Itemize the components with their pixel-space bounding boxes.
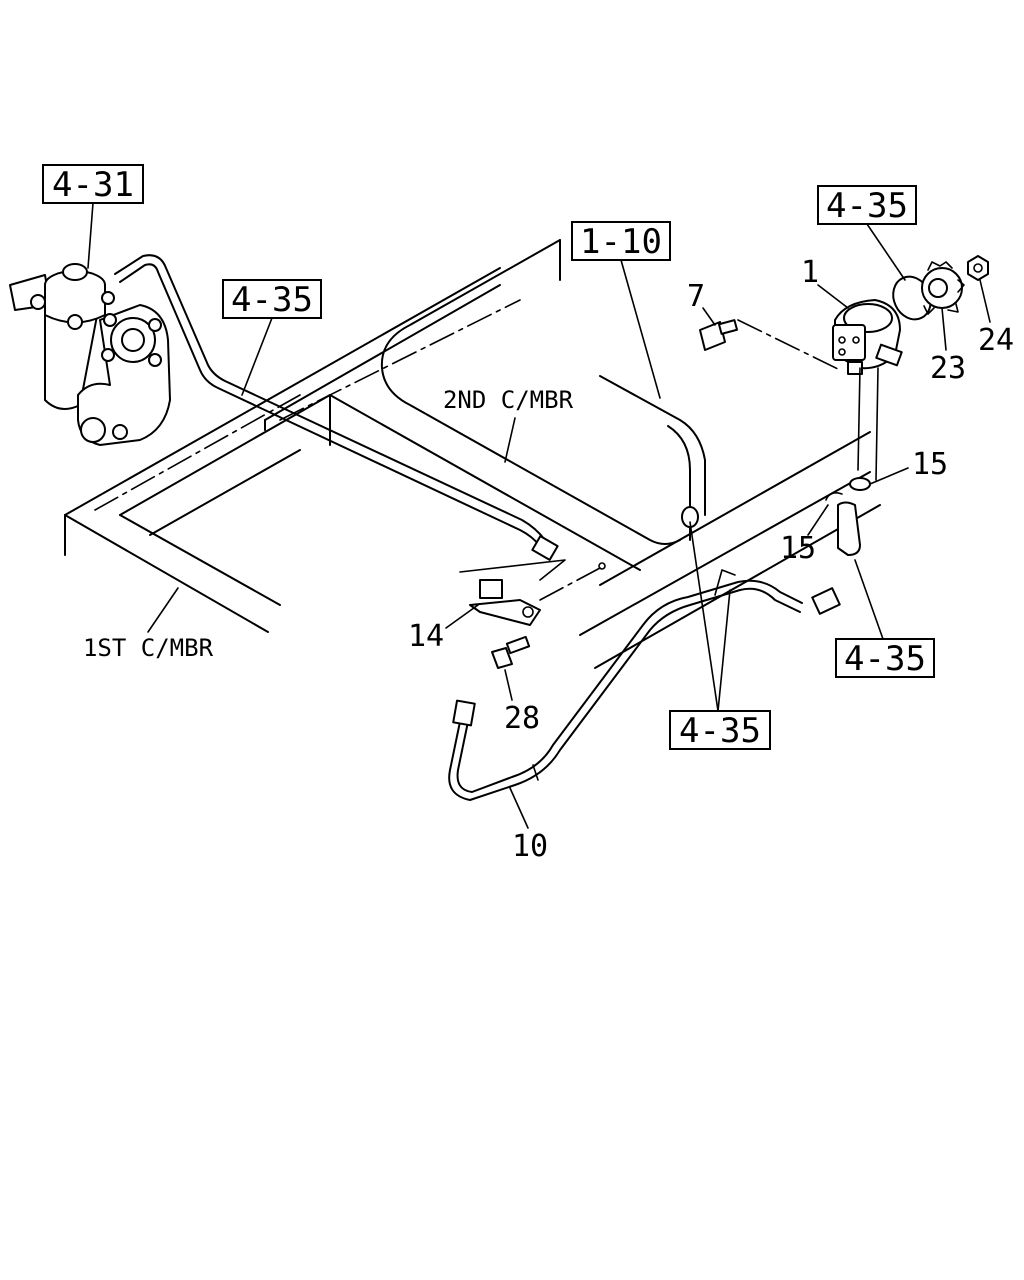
ref-1-10-callout: 1-10 <box>571 221 671 399</box>
hose-illustration <box>825 367 879 556</box>
pump-illustration <box>832 299 903 375</box>
first-cross-member-label: 1ST C/MBR <box>83 634 214 662</box>
part-28-callout: 28 <box>504 669 540 736</box>
steering-gear-illustration <box>9 263 171 446</box>
part-label-14: 14 <box>408 619 444 654</box>
ref-4-35-right-callout: 4-35 <box>835 559 935 679</box>
ref-label-1-10: 1-10 <box>580 222 662 262</box>
part-label-15-upper: 15 <box>912 447 948 482</box>
ref-4-35-top-callout: 4-35 <box>817 185 917 281</box>
part-label-1: 1 <box>801 255 819 290</box>
part-7-callout: 7 <box>687 279 716 326</box>
ref-4-35-bottom-callout: 4-35 <box>669 521 771 751</box>
ref-label-4-35-right: 4-35 <box>844 639 926 679</box>
part-1-callout: 1 <box>801 255 849 309</box>
ref-box-4-35-top <box>817 185 917 225</box>
part-15a-callout: 15 <box>869 447 948 485</box>
part-label-24: 24 <box>978 323 1014 358</box>
part-15b-callout: 15 <box>780 504 829 566</box>
bolt-7-illustration <box>699 319 841 371</box>
bolt-28-illustration <box>491 635 531 669</box>
ref-label-4-35-left: 4-35 <box>231 280 313 320</box>
pressure-pipe <box>114 254 559 561</box>
clip-illustration <box>681 506 736 596</box>
nut-24-illustration <box>967 255 989 281</box>
part-24-callout: 24 <box>978 279 1014 358</box>
part-14-callout: 14 <box>408 604 479 654</box>
part-label-10: 10 <box>512 829 548 864</box>
ref-box-4-31 <box>42 164 144 204</box>
ref-label-4-35-top: 4-35 <box>826 186 908 226</box>
ref-4-35-left-callout: 4-35 <box>222 279 322 396</box>
part-23-callout: 23 <box>930 307 966 386</box>
first-cross-member-callout: 1ST C/MBR <box>83 587 214 662</box>
bracket-14-illustration <box>459 559 606 626</box>
part-10-callout: 10 <box>509 787 548 864</box>
return-pipe <box>448 579 841 801</box>
ref-box-4-35-left <box>222 279 322 319</box>
part-label-28: 28 <box>504 701 540 736</box>
second-cross-member-callout: 2ND C/MBR <box>443 386 574 463</box>
ref-label-4-35-bottom: 4-35 <box>679 711 761 751</box>
ref-box-4-35-right <box>835 638 935 678</box>
part-label-23: 23 <box>930 351 966 386</box>
second-cross-member-label: 2ND C/MBR <box>443 386 574 414</box>
chassis-frame <box>64 239 881 669</box>
ref-box-1-10 <box>571 221 671 261</box>
part-label-15-lower: 15 <box>780 531 816 566</box>
ref-4-31-callout: 4-31 <box>42 164 144 269</box>
ref-label-4-31: 4-31 <box>52 165 134 205</box>
gear-23-illustration <box>921 261 965 315</box>
part-label-7: 7 <box>687 279 705 314</box>
ref-box-4-35-bottom <box>669 710 771 750</box>
